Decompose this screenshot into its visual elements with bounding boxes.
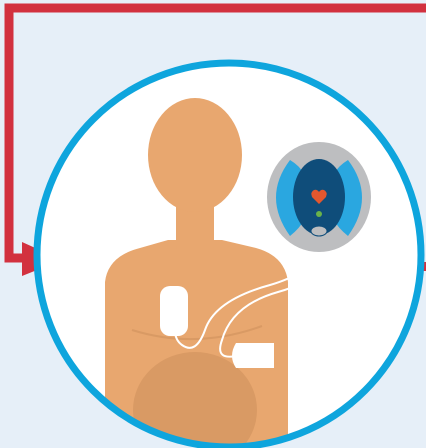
lower-chest-pad: [232, 343, 274, 368]
aed-device: [267, 142, 371, 252]
upper-chest-pad: [160, 286, 188, 336]
person-head: [148, 98, 242, 212]
status-light: [316, 211, 322, 217]
speaker-icon: [311, 226, 327, 236]
